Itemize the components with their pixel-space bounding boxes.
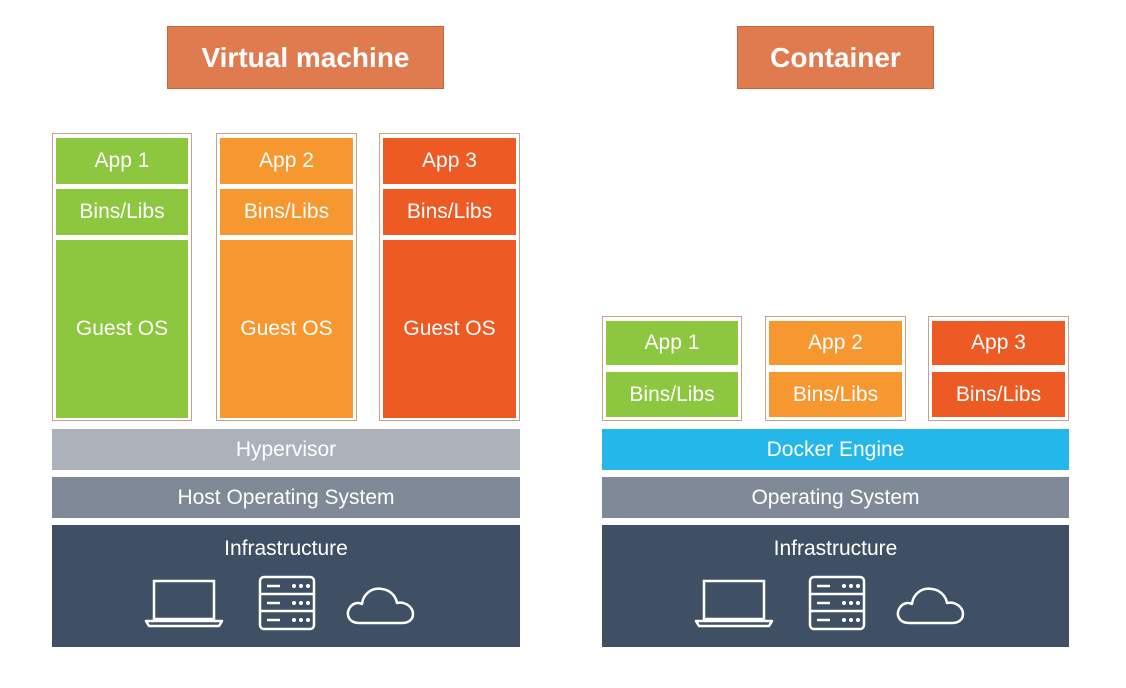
container-bins-2: Bins/Libs [769,372,902,417]
server-icon [808,575,866,631]
laptop-icon [694,579,774,628]
server-icon [258,575,316,631]
vm-app-3: App 3 [383,138,516,184]
container-stack-3: App 3 Bins/Libs [928,316,1069,421]
vm-guest-os-1: Guest OS [56,240,188,418]
container-app-1: App 1 [606,321,738,365]
vm-host-os-layer: Host Operating System [52,477,520,518]
docker-engine-layer: Docker Engine [602,429,1069,470]
vm-title: Virtual machine [167,26,444,89]
vm-app-2: App 2 [220,138,353,184]
vm-app-1: App 1 [56,138,188,184]
cloud-icon [346,587,415,625]
container-bins-1: Bins/Libs [606,372,738,417]
vm-stack-2: App 2 Bins/Libs Guest OS [216,133,357,421]
cloud-icon [896,587,965,625]
container-infrastructure-layer: Infrastructure [602,525,1069,647]
container-app-2: App 2 [769,321,902,365]
vm-guest-os-3: Guest OS [383,240,516,418]
vm-infrastructure-label: Infrastructure [224,537,348,560]
container-title: Container [737,26,934,89]
vm-stack-3: App 3 Bins/Libs Guest OS [379,133,520,421]
container-app-3: App 3 [932,321,1065,365]
vm-bins-3: Bins/Libs [383,189,516,235]
vm-bins-1: Bins/Libs [56,189,188,235]
vm-bins-2: Bins/Libs [220,189,353,235]
vm-hypervisor-layer: Hypervisor [52,429,520,470]
vm-guest-os-2: Guest OS [220,240,353,418]
container-stack-1: App 1 Bins/Libs [602,316,742,421]
container-stack-2: App 2 Bins/Libs [765,316,906,421]
container-infrastructure-label: Infrastructure [773,537,898,560]
vm-stack-1: App 1 Bins/Libs Guest OS [52,133,192,421]
container-os-layer: Operating System [602,477,1069,518]
laptop-icon [144,579,224,628]
container-bins-3: Bins/Libs [932,372,1065,417]
vm-infrastructure-layer: Infrastructure [52,525,520,647]
